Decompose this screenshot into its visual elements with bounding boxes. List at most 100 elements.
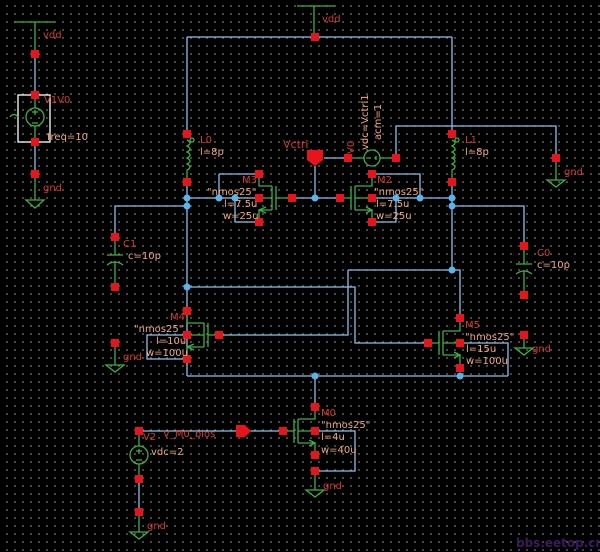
net-label-vdd-left: vdd (43, 30, 62, 41)
net-label-gnd: gnd (564, 167, 583, 178)
terminal-pin[interactable] (135, 475, 143, 483)
v2-name: V2 (143, 432, 156, 443)
terminal-pin[interactable] (520, 331, 528, 339)
c0-name: C0 (537, 248, 550, 259)
terminal-pin[interactable] (520, 242, 528, 250)
wires (34, 36, 557, 512)
terminal-pin[interactable] (311, 467, 319, 475)
watermark: bbs.eetop.cn (516, 536, 600, 550)
l1-name: L1 (465, 135, 477, 146)
m4-model: "nmos25" (134, 324, 183, 335)
junction-dots (183, 194, 464, 380)
m5-width: w=100u (466, 356, 508, 367)
l1-value: l=8p (465, 147, 489, 158)
vctrl-pin[interactable] (307, 150, 323, 166)
terminal-pin[interactable] (255, 194, 263, 202)
m4-width: w=100u (146, 348, 188, 359)
junction-dot (416, 194, 424, 202)
terminal-pin[interactable] (456, 314, 464, 322)
terminal-pin[interactable] (31, 50, 39, 58)
terminal-pin[interactable] (135, 427, 143, 435)
terminal-pin[interactable] (31, 138, 39, 146)
terminal-pin[interactable] (448, 130, 456, 138)
m3-name: M3 (242, 175, 257, 186)
terminal-pin[interactable] (311, 33, 319, 41)
terminal-pin[interactable] (336, 194, 344, 202)
terminal-pin[interactable] (368, 170, 376, 178)
terminal-pin[interactable] (520, 291, 528, 299)
device-symbols (9, 5, 567, 540)
terminal-pin[interactable] (311, 403, 319, 411)
junction-dot (311, 372, 319, 380)
c1-name: C1 (123, 239, 136, 250)
terminal-pin[interactable] (311, 427, 319, 435)
m3-length: l=7.5u (224, 199, 257, 210)
v0-name: V0 (346, 141, 357, 154)
v2-param: vdc=2 (151, 447, 184, 458)
terminal-pin[interactable] (111, 339, 119, 347)
terminal-pin[interactable] (368, 218, 376, 226)
m5-length: l=15u (466, 344, 496, 355)
net-label-gnd: gnd (323, 481, 342, 492)
v1-param: freq=10 (47, 132, 88, 143)
m4-name: M4 (170, 312, 185, 323)
terminal-pin[interactable] (183, 130, 191, 138)
m5-name: M5 (465, 320, 480, 331)
terminal-pin[interactable] (344, 154, 352, 162)
terminal-pins (31, 33, 560, 516)
c0-value: c=10p (537, 260, 570, 271)
terminal-pin[interactable] (183, 307, 191, 315)
m0-name: M0 (321, 408, 336, 419)
m0-width: w=40u (321, 445, 357, 456)
net-label-vdd-top: vdd (322, 14, 341, 25)
bias-pin-label: V_M0_bios (163, 429, 215, 440)
terminal-pin[interactable] (111, 283, 119, 291)
m2-model: "nmos25" (374, 187, 423, 198)
net-label-gnd: gnd (147, 521, 166, 532)
terminal-pin[interactable] (255, 218, 263, 226)
m2-width: w=25u (376, 211, 412, 222)
junction-dot (183, 283, 191, 291)
terminal-pin[interactable] (424, 339, 432, 347)
terminal-pin[interactable] (279, 427, 287, 435)
terminal-pin[interactable] (288, 194, 296, 202)
terminal-pin[interactable] (135, 508, 143, 516)
net-label-gnd: gnd (43, 183, 62, 194)
m3-model: "nmos25" (207, 187, 256, 198)
m5-model: "nmos25" (465, 332, 514, 343)
m0-model: "nmos25" (321, 420, 370, 431)
junction-dot (183, 194, 191, 202)
terminal-pin[interactable] (456, 339, 464, 347)
terminal-pin[interactable] (392, 154, 400, 162)
v0-param-acm: acm=1 (373, 104, 384, 140)
junction-dot (448, 266, 456, 274)
m0-length: l=4u (321, 432, 345, 443)
terminal-pin[interactable] (215, 331, 223, 339)
junction-dot (183, 202, 191, 210)
bias-pin[interactable] (236, 425, 251, 437)
terminal-pin[interactable] (31, 170, 39, 178)
terminal-pin[interactable] (311, 451, 319, 459)
m2-length: l=7.5u (376, 199, 409, 210)
terminal-pin[interactable] (183, 178, 191, 186)
terminal-pin[interactable] (448, 178, 456, 186)
c1-value: c=10p (128, 251, 161, 262)
terminal-pin[interactable] (368, 194, 376, 202)
l0-name: L0 (200, 135, 212, 146)
terminal-pin[interactable] (255, 170, 263, 178)
junction-dot (231, 194, 239, 202)
terminal-pin[interactable] (31, 91, 39, 99)
m4-length: l=10u (156, 336, 186, 347)
l0-value: l=8p (200, 147, 224, 158)
junction-dot (456, 372, 464, 380)
terminal-pin[interactable] (183, 331, 191, 339)
junction-dot (448, 202, 456, 210)
terminal-pin[interactable] (552, 154, 560, 162)
terminal-pin[interactable] (183, 355, 191, 363)
terminal-pin[interactable] (456, 364, 464, 372)
terminal-pin[interactable] (111, 233, 119, 241)
net-label-gnd: gnd (123, 352, 142, 363)
vctrl-pin-label: Vctrl (283, 138, 308, 151)
